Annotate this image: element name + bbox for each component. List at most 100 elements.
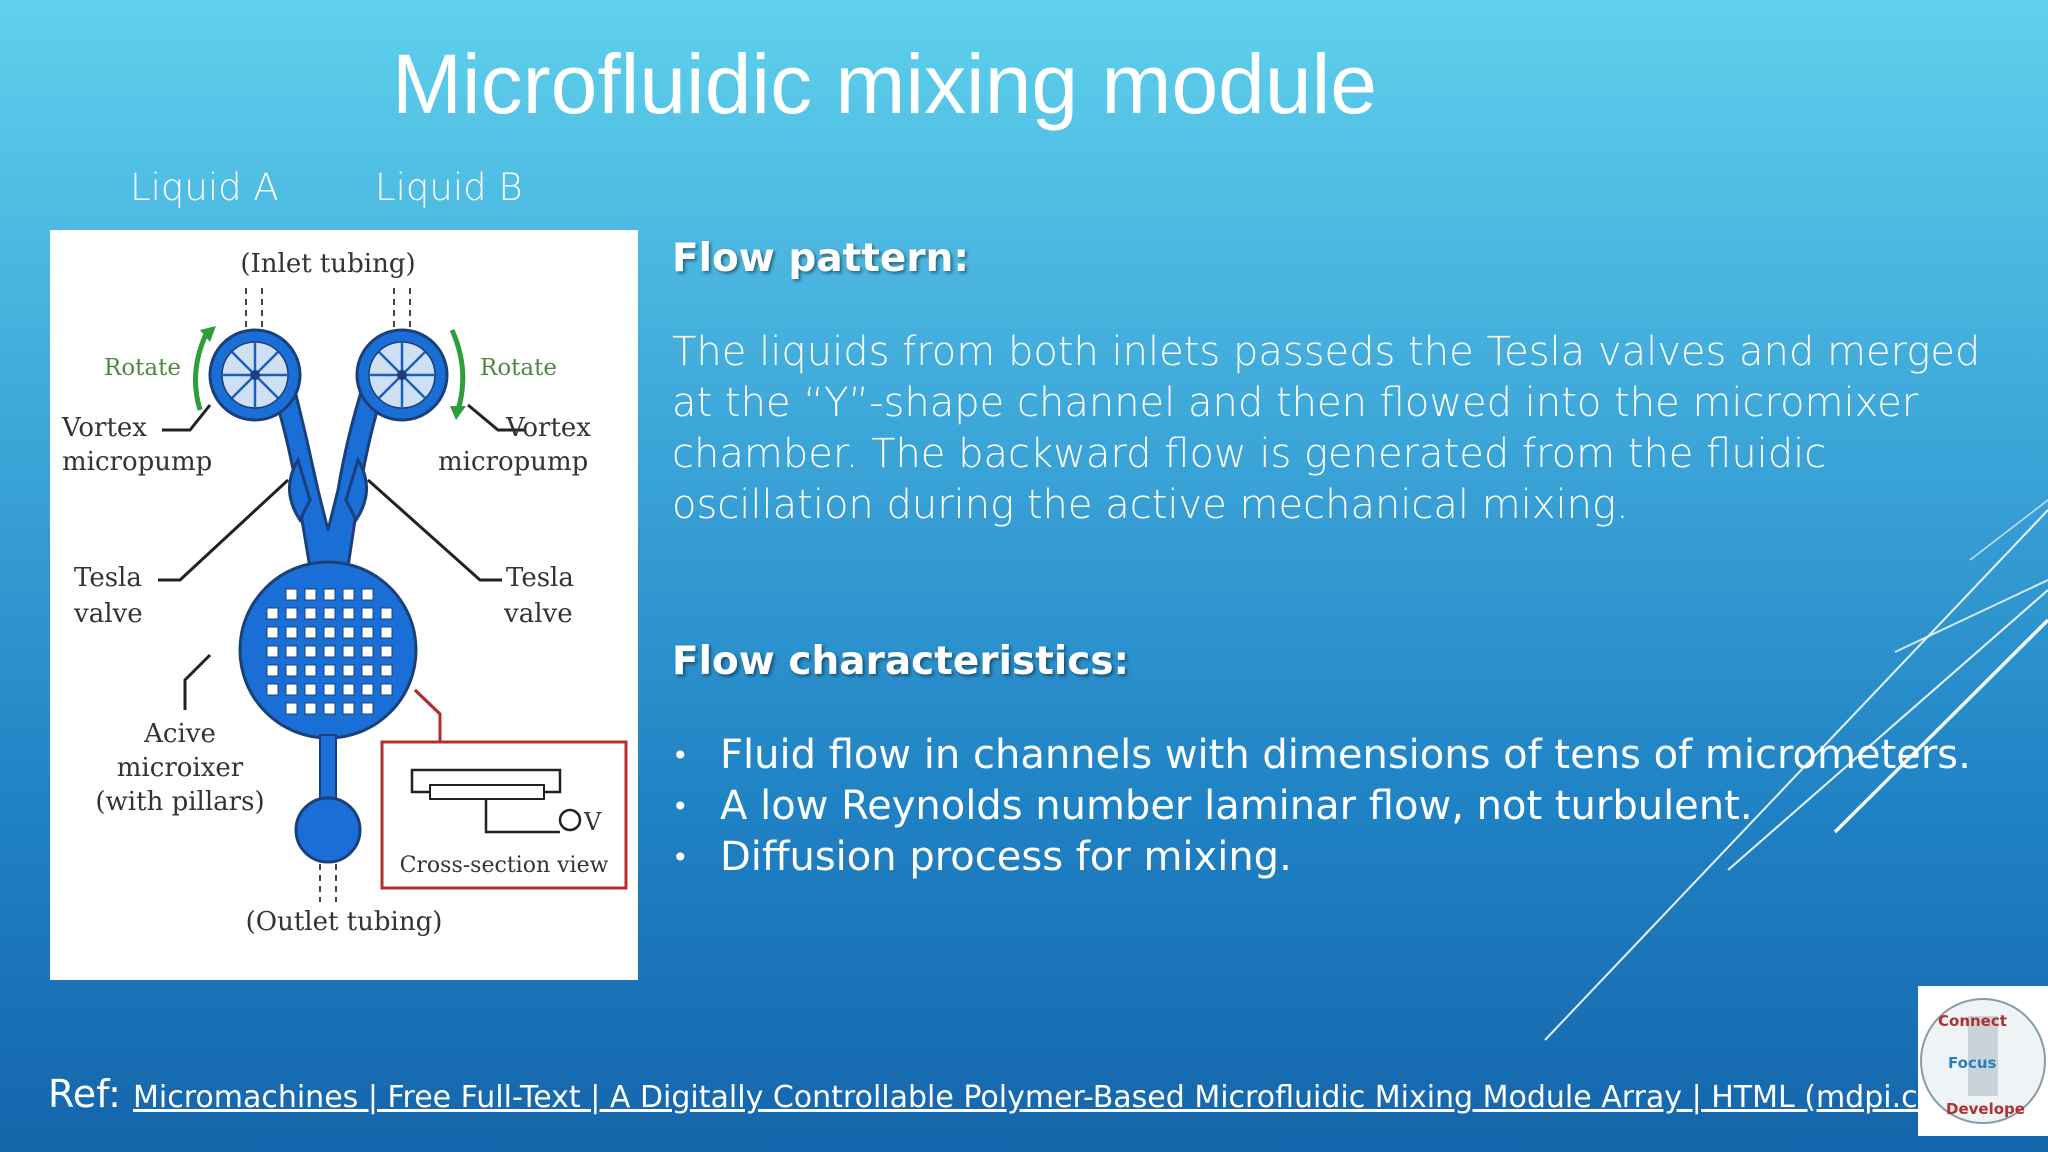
list-item-text: Fluid flow in channels with dimensions o… xyxy=(720,732,1971,778)
pillar xyxy=(361,664,374,677)
vortex-right-label-1: Vortex xyxy=(505,413,591,443)
pillar xyxy=(361,683,374,696)
pillar xyxy=(380,645,393,658)
pillar xyxy=(266,664,279,677)
mixer-label-2: microixer xyxy=(117,753,244,783)
flow-characteristics-list: • Fluid flow in channels with dimensions … xyxy=(672,730,2012,883)
tesla-left-label-1: Tesla xyxy=(74,563,142,593)
vortex-left-label-2: micropump xyxy=(62,447,212,477)
cross-section-label: Cross-section view xyxy=(400,853,609,878)
pillar xyxy=(342,664,355,677)
vortex-micropump-right xyxy=(355,328,449,422)
cross-section-leader xyxy=(413,688,442,742)
inlet-tubing-lines xyxy=(245,288,411,330)
list-item-text: A low Reynolds number laminar flow, not … xyxy=(720,783,1753,829)
pillar xyxy=(342,702,355,715)
rotate-left-arrowhead-icon xyxy=(200,326,216,342)
tesla-right-label-2: valve xyxy=(503,599,573,629)
pillar xyxy=(342,626,355,639)
pillar xyxy=(304,588,317,601)
outlet-reservoir xyxy=(294,796,362,864)
reference-link[interactable]: Micromachines | Free Full-Text | A Digit… xyxy=(132,1080,1977,1115)
rotate-right-arrow-icon xyxy=(449,328,466,411)
pillar xyxy=(361,607,374,620)
flow-pattern-text: The liquids from both inlets passeds the… xyxy=(672,329,1981,528)
reference-line: Ref: Micromachines | Free Full-Text | A … xyxy=(48,1072,1977,1116)
pillar xyxy=(323,645,336,658)
rotate-right-label: Rotate xyxy=(480,355,557,381)
pillar xyxy=(342,645,355,658)
pillar xyxy=(304,683,317,696)
liquid-a-label: Liquid A xyxy=(130,166,279,209)
bullet-icon: • xyxy=(672,790,689,823)
logo-text-develope: Develope xyxy=(1946,1100,2025,1118)
bullet-icon: • xyxy=(672,739,689,772)
list-item-text: Diffusion process for mixing. xyxy=(720,834,1292,880)
pillar xyxy=(323,588,336,601)
tesla-right-label-1: Tesla xyxy=(506,563,574,593)
bullet-icon: • xyxy=(672,841,689,874)
pillar xyxy=(285,645,298,658)
inlet-tubing-label: (Inlet tubing) xyxy=(240,249,415,279)
active-micromixer-chamber xyxy=(238,560,418,740)
pillar xyxy=(266,645,279,658)
list-item: • Fluid flow in channels with dimensions … xyxy=(672,730,2012,781)
pillar xyxy=(323,626,336,639)
pillar xyxy=(304,626,317,639)
logo-text-focus: Focus xyxy=(1948,1054,1997,1072)
pillar xyxy=(361,645,374,658)
pillar xyxy=(323,702,336,715)
pillar xyxy=(304,645,317,658)
pillar xyxy=(285,702,298,715)
pillar xyxy=(380,664,393,677)
pillar xyxy=(304,702,317,715)
list-item: • A low Reynolds number laminar flow, no… xyxy=(672,781,2012,832)
slide-title: Microfluidic mixing module xyxy=(392,37,1377,131)
tesla-valve-left-shape xyxy=(288,456,312,523)
rotate-left-arrow-icon xyxy=(193,328,211,411)
tesla-valve-right-shape xyxy=(344,456,368,523)
pillar xyxy=(380,607,393,620)
pillar xyxy=(342,683,355,696)
list-item: • Diffusion process for mixing. xyxy=(672,832,2012,883)
outlet-tubing-label: (Outlet tubing) xyxy=(246,907,443,937)
flow-characteristics-heading: Flow characteristics: xyxy=(672,639,1130,684)
logo-text-connect: Connect xyxy=(1938,1012,2007,1030)
outlet-tubing-lines xyxy=(319,864,337,902)
rotate-left-label: Rotate xyxy=(104,355,181,381)
mixer-label-3: (with pillars) xyxy=(95,787,264,817)
pillar xyxy=(323,683,336,696)
tesla-left-label-2: valve xyxy=(73,599,143,629)
slide-content: Flow pattern: The liquids from both inle… xyxy=(672,236,2012,883)
cross-section-inset: V Cross-section view xyxy=(380,740,628,890)
pillar xyxy=(361,626,374,639)
pillar xyxy=(266,626,279,639)
pillar xyxy=(285,626,298,639)
mixing-module-diagram: (Inlet tubing) xyxy=(50,230,638,980)
connect-focus-develope-logo: Connect Focus Develope xyxy=(1918,986,2048,1136)
rotate-right-arrowhead-icon xyxy=(450,406,466,420)
pillar xyxy=(266,607,279,620)
pillar xyxy=(285,588,298,601)
reference-prefix: Ref: xyxy=(48,1072,133,1116)
pillar xyxy=(304,664,317,677)
pillar xyxy=(266,683,279,696)
voltage-label: V xyxy=(583,808,602,836)
pillar xyxy=(380,626,393,639)
pillar xyxy=(361,588,374,601)
pillar xyxy=(285,607,298,620)
pillar xyxy=(342,588,355,601)
mixing-module-svg: (Inlet tubing) xyxy=(61,249,628,937)
liquid-b-label: Liquid B xyxy=(375,166,523,209)
pillar xyxy=(342,607,355,620)
pillar xyxy=(323,664,336,677)
pillar xyxy=(304,607,317,620)
vortex-right-label-2: micropump xyxy=(438,447,588,477)
vortex-left-label-1: Vortex xyxy=(61,413,147,443)
vortex-micropump-left xyxy=(208,328,302,422)
mixer-label-1: Acive xyxy=(143,719,216,749)
pillar xyxy=(285,664,298,677)
pillar xyxy=(361,702,374,715)
pillar xyxy=(323,607,336,620)
pillar xyxy=(380,683,393,696)
